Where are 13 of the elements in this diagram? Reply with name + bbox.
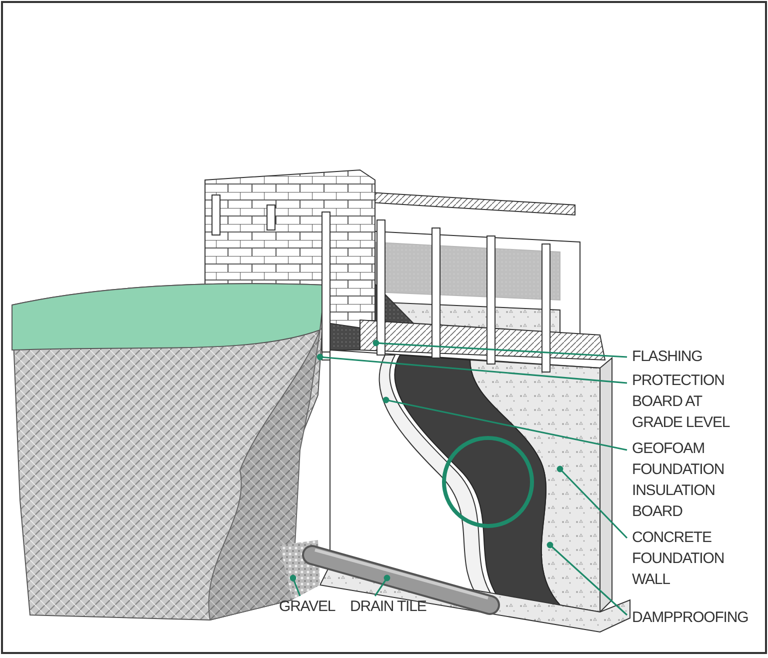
leader-line [372,340,628,358]
part-label: GRAVEL [279,596,336,617]
leader-line [556,466,628,539]
part-label: CONCRETE FOUNDATION WALL [632,527,750,590]
part-label: FLASHING [632,346,702,367]
leader-line [374,574,390,596]
leader-line [290,574,301,596]
part-label: DRAIN TILE [350,596,426,617]
part-label: GEOFOAM FOUNDATION INSULATION BOARD [632,438,750,522]
leader-line [316,354,628,384]
leader-line [382,396,628,451]
part-label: PROTECTION BOARD AT GRADE LEVEL [632,370,750,433]
part-label: DAMPPROOFING [632,607,748,628]
